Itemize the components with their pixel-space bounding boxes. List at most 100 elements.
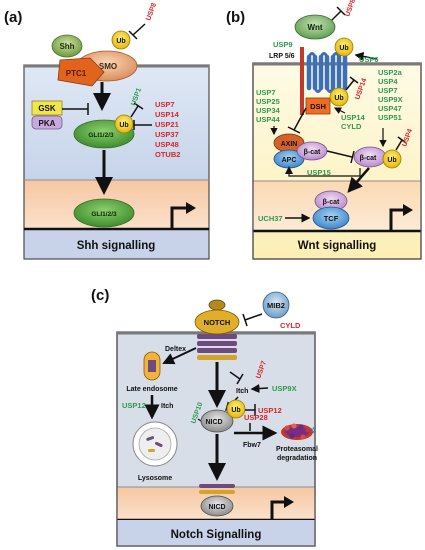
- usp4-inhibit-line: [395, 139, 403, 151]
- panel-b-letter: (b): [226, 9, 245, 26]
- gene-transcription-arrowhead-a: [186, 202, 196, 214]
- shh-label: Shh: [59, 42, 74, 51]
- proteasome-icon: [281, 423, 313, 440]
- usp15-arrowhead: [285, 166, 293, 174]
- ub-icon-nicd: [226, 399, 246, 419]
- dub-list-item: USP9X: [378, 95, 403, 104]
- dub-list-item: USP14: [155, 110, 180, 119]
- shh-ligand: [51, 34, 83, 58]
- usp8-inhibit-line-b: [331, 10, 342, 21]
- dub-list-item: USP25: [256, 97, 280, 106]
- ub-label-dsh: Ub: [334, 95, 343, 102]
- dub-list-item: USP51: [378, 113, 402, 122]
- late-endosome-band: [148, 360, 156, 372]
- cyld-green-label: CYLD: [341, 122, 362, 131]
- ptc1-label: PTC1: [66, 69, 87, 78]
- gene-transcription-arrow-b: [389, 208, 405, 230]
- nicd-nuclear: [200, 495, 234, 517]
- usp8-label-a: USP8: [145, 2, 158, 22]
- gene-transcription-arrowhead-c: [284, 496, 294, 508]
- panel-a: (a) SMO PTC1 Shh Ub USP8 GSK PKA GLI1/2/…: [4, 2, 210, 260]
- wnt-ligand: [294, 14, 336, 40]
- mib2-inhibit-bar: [242, 313, 248, 327]
- dub-list-item: USP7: [378, 86, 398, 95]
- dub-list-item: USP7: [256, 88, 276, 97]
- wnt-right-dub-list: USP2a USP4 USP7 USP9X USP47 USP51: [378, 68, 403, 122]
- shh-caption: Shh signalling: [77, 240, 156, 252]
- frizzled-receptor: [306, 52, 348, 93]
- panel-c-letter: (c): [91, 287, 109, 304]
- wnt-label: Wnt: [307, 23, 322, 32]
- itch-mid-label: Itch: [236, 388, 248, 395]
- gli-nuclear: [73, 198, 135, 228]
- usp12-green-label: USP12: [122, 401, 146, 410]
- late-endosome-label: Late endosome: [126, 386, 177, 393]
- usp7-inhibit-line: [229, 371, 241, 380]
- usp14-inhibit-line: [345, 79, 355, 91]
- usp7-inhibit-bar: [236, 373, 244, 385]
- panel-a-letter: (a): [4, 9, 22, 26]
- nicd-label: NICD: [205, 419, 222, 426]
- gli-top-label: GLI1/2/3: [88, 132, 114, 139]
- dub-list-item: USP47: [378, 104, 402, 113]
- usp15-label: USP15: [307, 168, 331, 177]
- ptc1-receptor: [57, 57, 105, 87]
- ub-label-nicd: Ub: [231, 407, 240, 414]
- complex-to-bcat-inhibit: [326, 150, 353, 158]
- dub-list-item: USP21: [155, 120, 179, 129]
- fbw7-label: Fbw7: [243, 442, 261, 449]
- degradation-label: degradation: [277, 455, 317, 462]
- pka-box: [31, 115, 63, 130]
- shh-caption-bar: [24, 229, 209, 259]
- mib2-protein: [262, 291, 290, 319]
- dsh-label: DSH: [310, 102, 326, 111]
- lrp-receptor: [300, 47, 304, 115]
- usp14-cyld-arrow: [333, 107, 346, 114]
- ub-label-gli: Ub: [119, 122, 128, 129]
- dsh-to-complex-inhibit: [293, 107, 307, 131]
- usp9x-label: USP9X: [272, 384, 297, 393]
- dsh-box: [305, 97, 331, 115]
- usp9x-arrow: [250, 384, 269, 394]
- apc-label: APC: [282, 157, 297, 164]
- usp8-label-b: USP8: [344, 0, 357, 18]
- usp6-label: USP6: [359, 55, 379, 64]
- usp8-inhibit-bar-b: [336, 6, 346, 16]
- complex-to-bcat-inhibit-bar: [350, 150, 355, 164]
- nuclear-pore: [199, 484, 235, 494]
- notch-receptor-cap: [208, 299, 226, 311]
- dsh-to-complex-inhibit-bar: [287, 126, 301, 134]
- usp14-inhibit-bar: [349, 76, 359, 84]
- dub-list-item: USP37: [155, 130, 179, 139]
- tcf-protein: [312, 206, 350, 230]
- mib2-inhibit-line: [244, 313, 263, 321]
- dub-list-item: USP34: [256, 106, 281, 115]
- lrp-label: LRP 5/6: [269, 53, 295, 60]
- lysosome-fragments: [146, 436, 163, 452]
- bcat-free-label: β-cat: [360, 155, 377, 162]
- usp12-red-label: USP12: [258, 406, 282, 415]
- panel-b: (b) Wnt USP8 USP9 LRP 5/6 Ub USP6 DSH Ub: [226, 0, 422, 260]
- usp8-inhibit-line-a: [132, 23, 146, 36]
- ub-label-smo: Ub: [116, 38, 125, 45]
- nicd-cytoplasmic: [200, 409, 234, 433]
- panel-c: (c) NOTCH MIB2 CYLD Deltex Late endosome: [91, 287, 318, 547]
- usp6-arrow: [354, 51, 378, 61]
- usp9-label: USP9: [273, 40, 293, 49]
- wnt-left-dub-list: USP7 USP25 USP34 USP44: [256, 88, 281, 124]
- ub-icon-bcat: [382, 149, 402, 169]
- tcf-label: TCF: [324, 214, 339, 223]
- dub-list-item: OTUB2: [155, 150, 180, 159]
- deltex-label: Deltex: [165, 346, 186, 353]
- usp28-label: USP28: [244, 413, 268, 422]
- bcat-to-nucleus-arrow: [347, 167, 370, 193]
- itch-left-label: Itch: [161, 403, 173, 410]
- dub-list-item: USP44: [256, 115, 281, 124]
- notch-transmembrane: [197, 334, 237, 360]
- uch37-label: UCH37: [258, 214, 283, 223]
- bcat-complex-label: β-cat: [304, 149, 321, 156]
- usp14-green-label: USP14: [341, 113, 366, 122]
- notch-caption-bar: [117, 520, 315, 546]
- nicd-bottom-label: NICD: [208, 504, 225, 511]
- dub-list-item: USP7: [155, 100, 175, 109]
